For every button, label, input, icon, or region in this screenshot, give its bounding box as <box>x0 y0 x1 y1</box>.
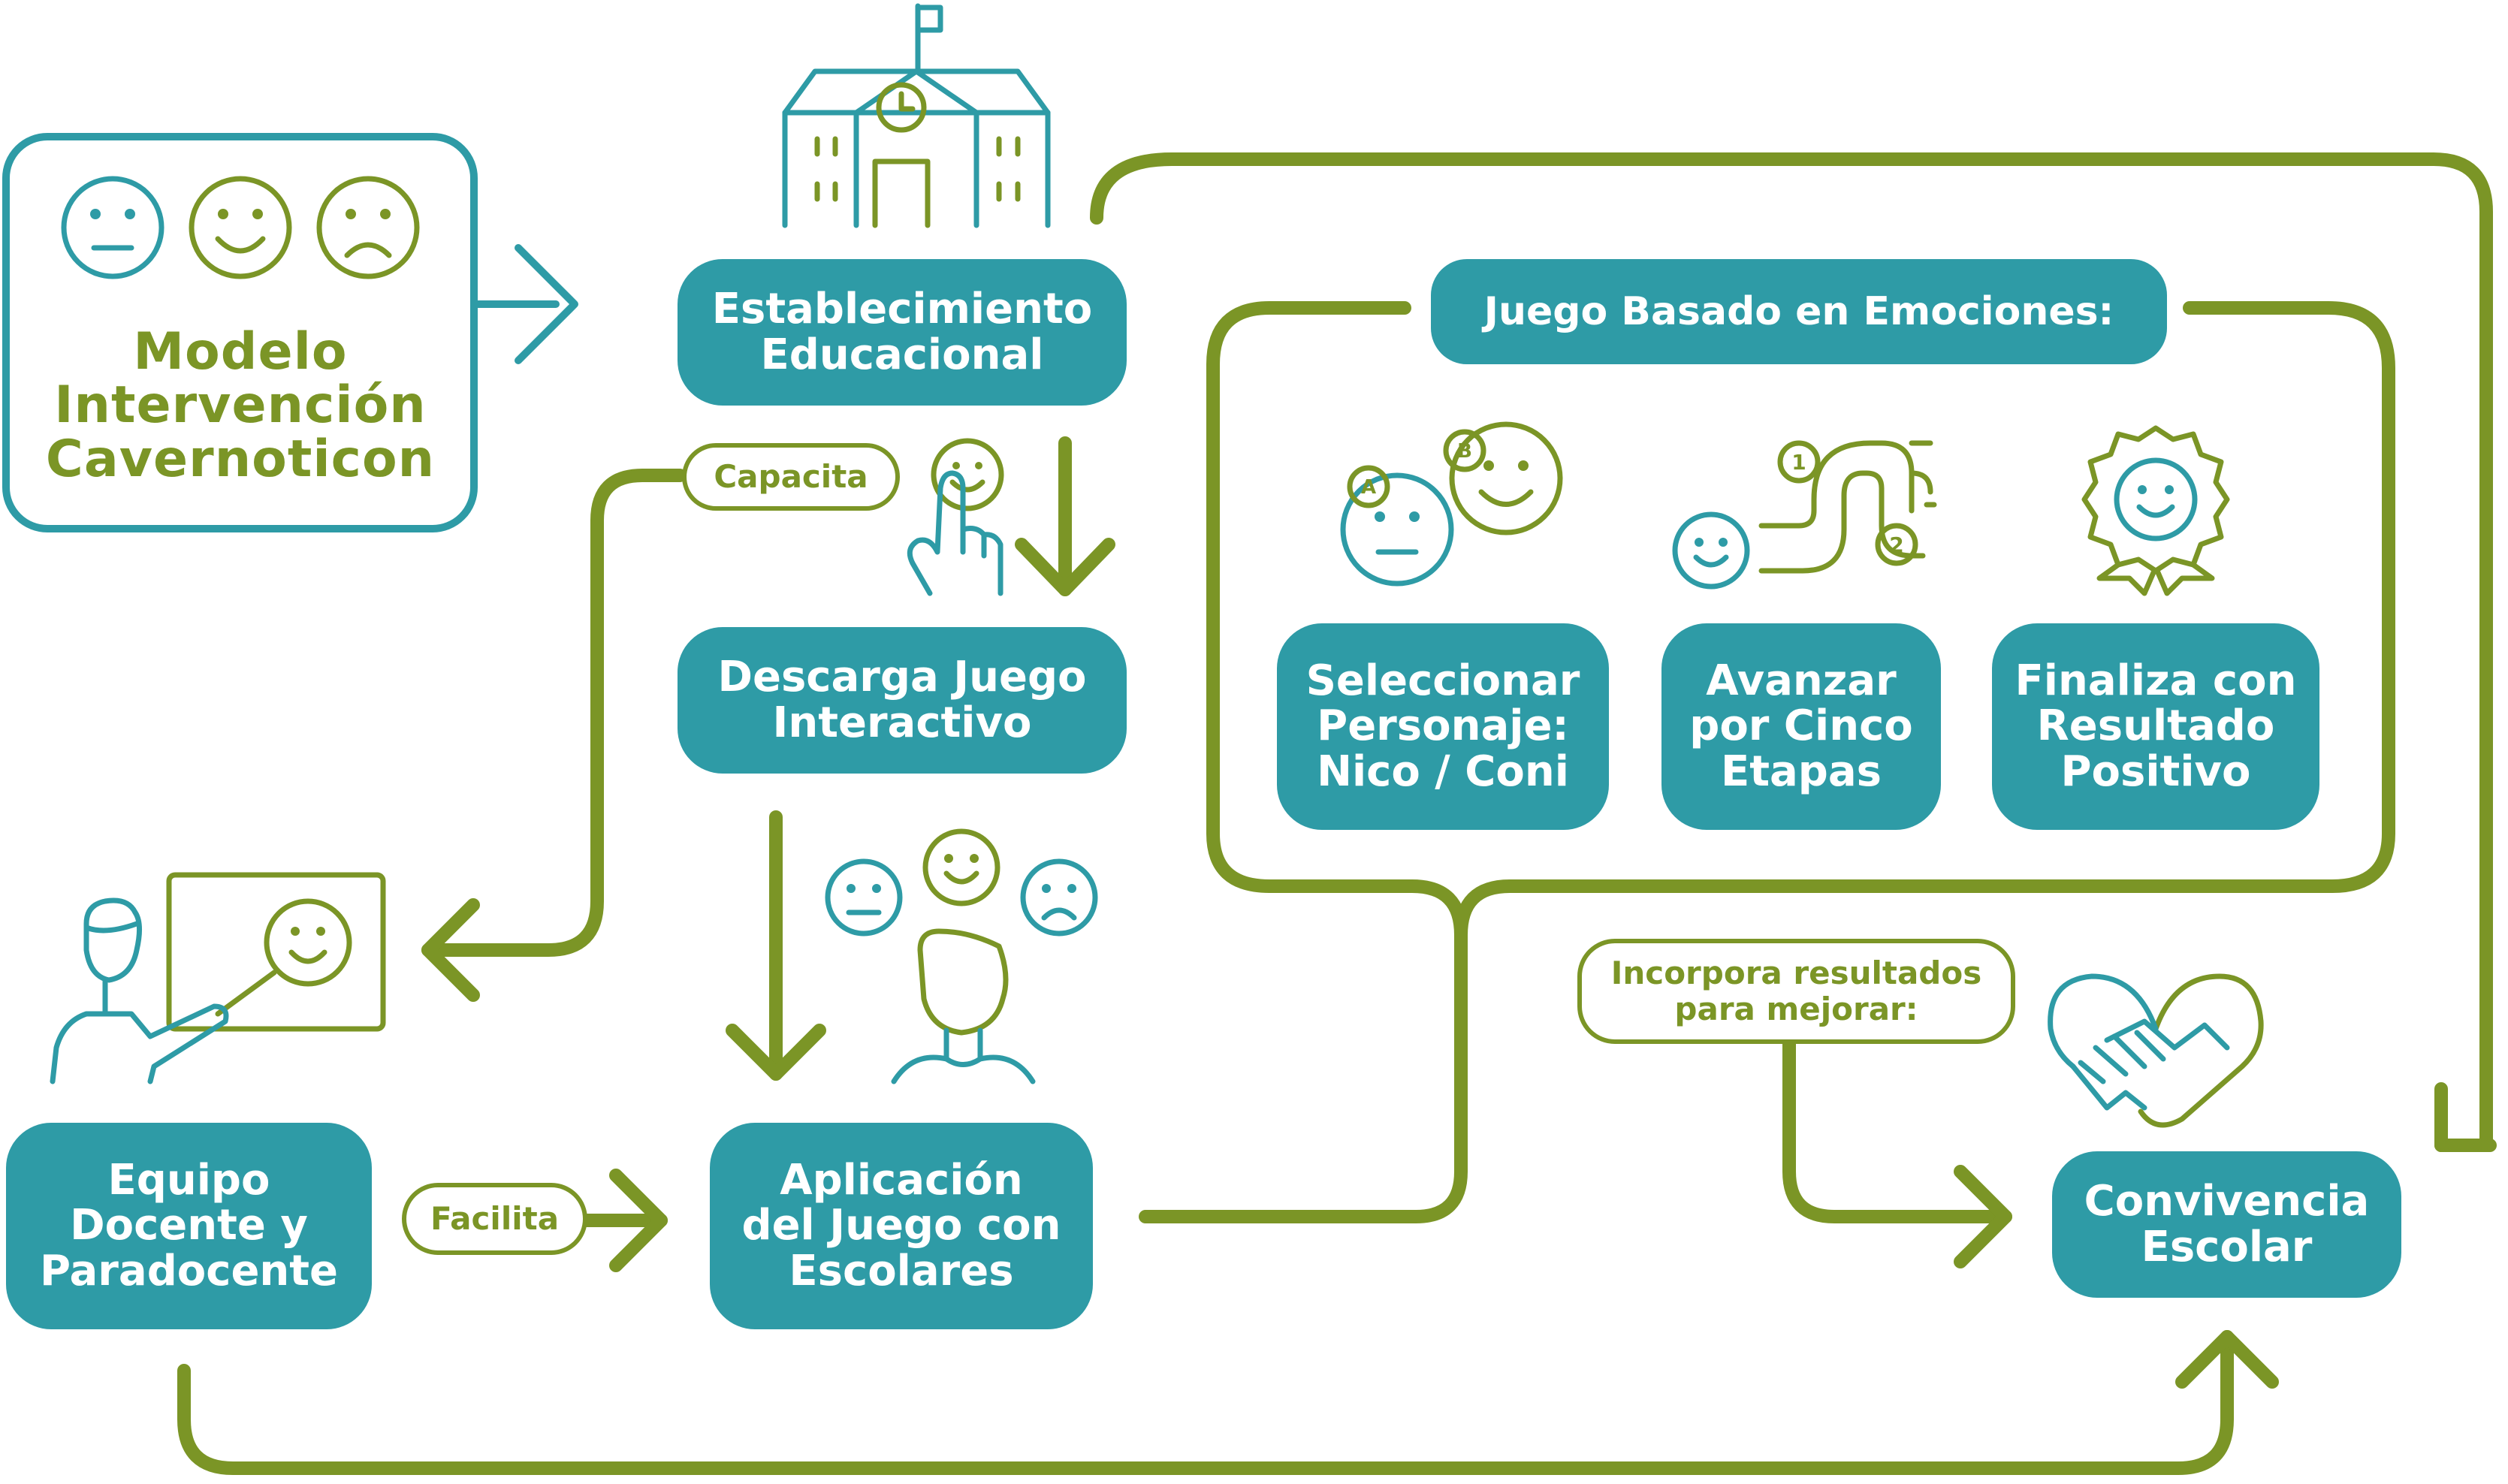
arrow-establecimiento-to-descarga <box>1015 436 1115 596</box>
character-selection-icon <box>1340 421 1563 587</box>
arrow-incorpora <box>1782 1037 2012 1268</box>
stage-1-label: 1 <box>1791 449 1806 475</box>
stages-path-icon <box>1672 440 1937 590</box>
stage-2-label: 2 <box>1889 532 1904 557</box>
handshake-heart-icon <box>2048 973 2264 1128</box>
arrow-establecimiento-to-convivencia <box>1090 152 2497 1152</box>
arrow-model-head <box>515 244 578 364</box>
edge-label-incorpora: Incorpora resultados para mejorar: <box>1577 939 2015 1044</box>
hand-touch-face-icon <box>907 438 1004 596</box>
model-box-outline <box>2 133 478 532</box>
arrow-equipo-to-convivencia <box>177 1330 2279 1475</box>
node-convivencia[interactable]: Convivencia Escolar <box>2052 1151 2401 1298</box>
edge-label-facilita: Facilita <box>402 1183 587 1255</box>
student-emotions-icon <box>825 828 1098 1084</box>
game-bracket <box>1139 301 2395 1223</box>
school-icon <box>782 3 1051 228</box>
game-step-finaliza[interactable]: Finaliza con Resultado Positivo <box>1992 623 2319 830</box>
arrow-facilita <box>579 1169 668 1272</box>
game-step-seleccionar[interactable]: Seleccionar Personaje: Nico / Coni <box>1277 623 1609 830</box>
neutral-face-icon <box>61 176 164 279</box>
node-descarga[interactable]: Descarga Juego Interactivo <box>678 627 1127 774</box>
node-equipo[interactable]: Equipo Docente y Paradocente <box>6 1123 372 1329</box>
sad-face-icon <box>316 176 420 279</box>
model-title: Modelo Intervención Cavernoticon <box>45 321 436 489</box>
node-aplicacion[interactable]: Aplicación del Juego con Escolares <box>710 1123 1093 1329</box>
game-step-avanzar[interactable]: Avanzar por Cinco Etapas <box>1661 623 1941 830</box>
game-header: Juego Basado en Emociones: <box>1431 259 2167 364</box>
badge-a-label: A <box>1360 476 1377 499</box>
teacher-board-icon <box>50 872 386 1084</box>
arrow-descarga-to-aplicacion <box>726 810 826 1081</box>
award-medal-icon <box>2081 425 2230 596</box>
edge-label-capacita: Capacita <box>682 443 900 511</box>
node-establecimiento[interactable]: Establecimiento Educacional <box>678 259 1127 406</box>
badge-b-label: B <box>1457 440 1472 463</box>
happy-face-icon <box>189 176 292 279</box>
arrow-capacita <box>421 469 687 1002</box>
